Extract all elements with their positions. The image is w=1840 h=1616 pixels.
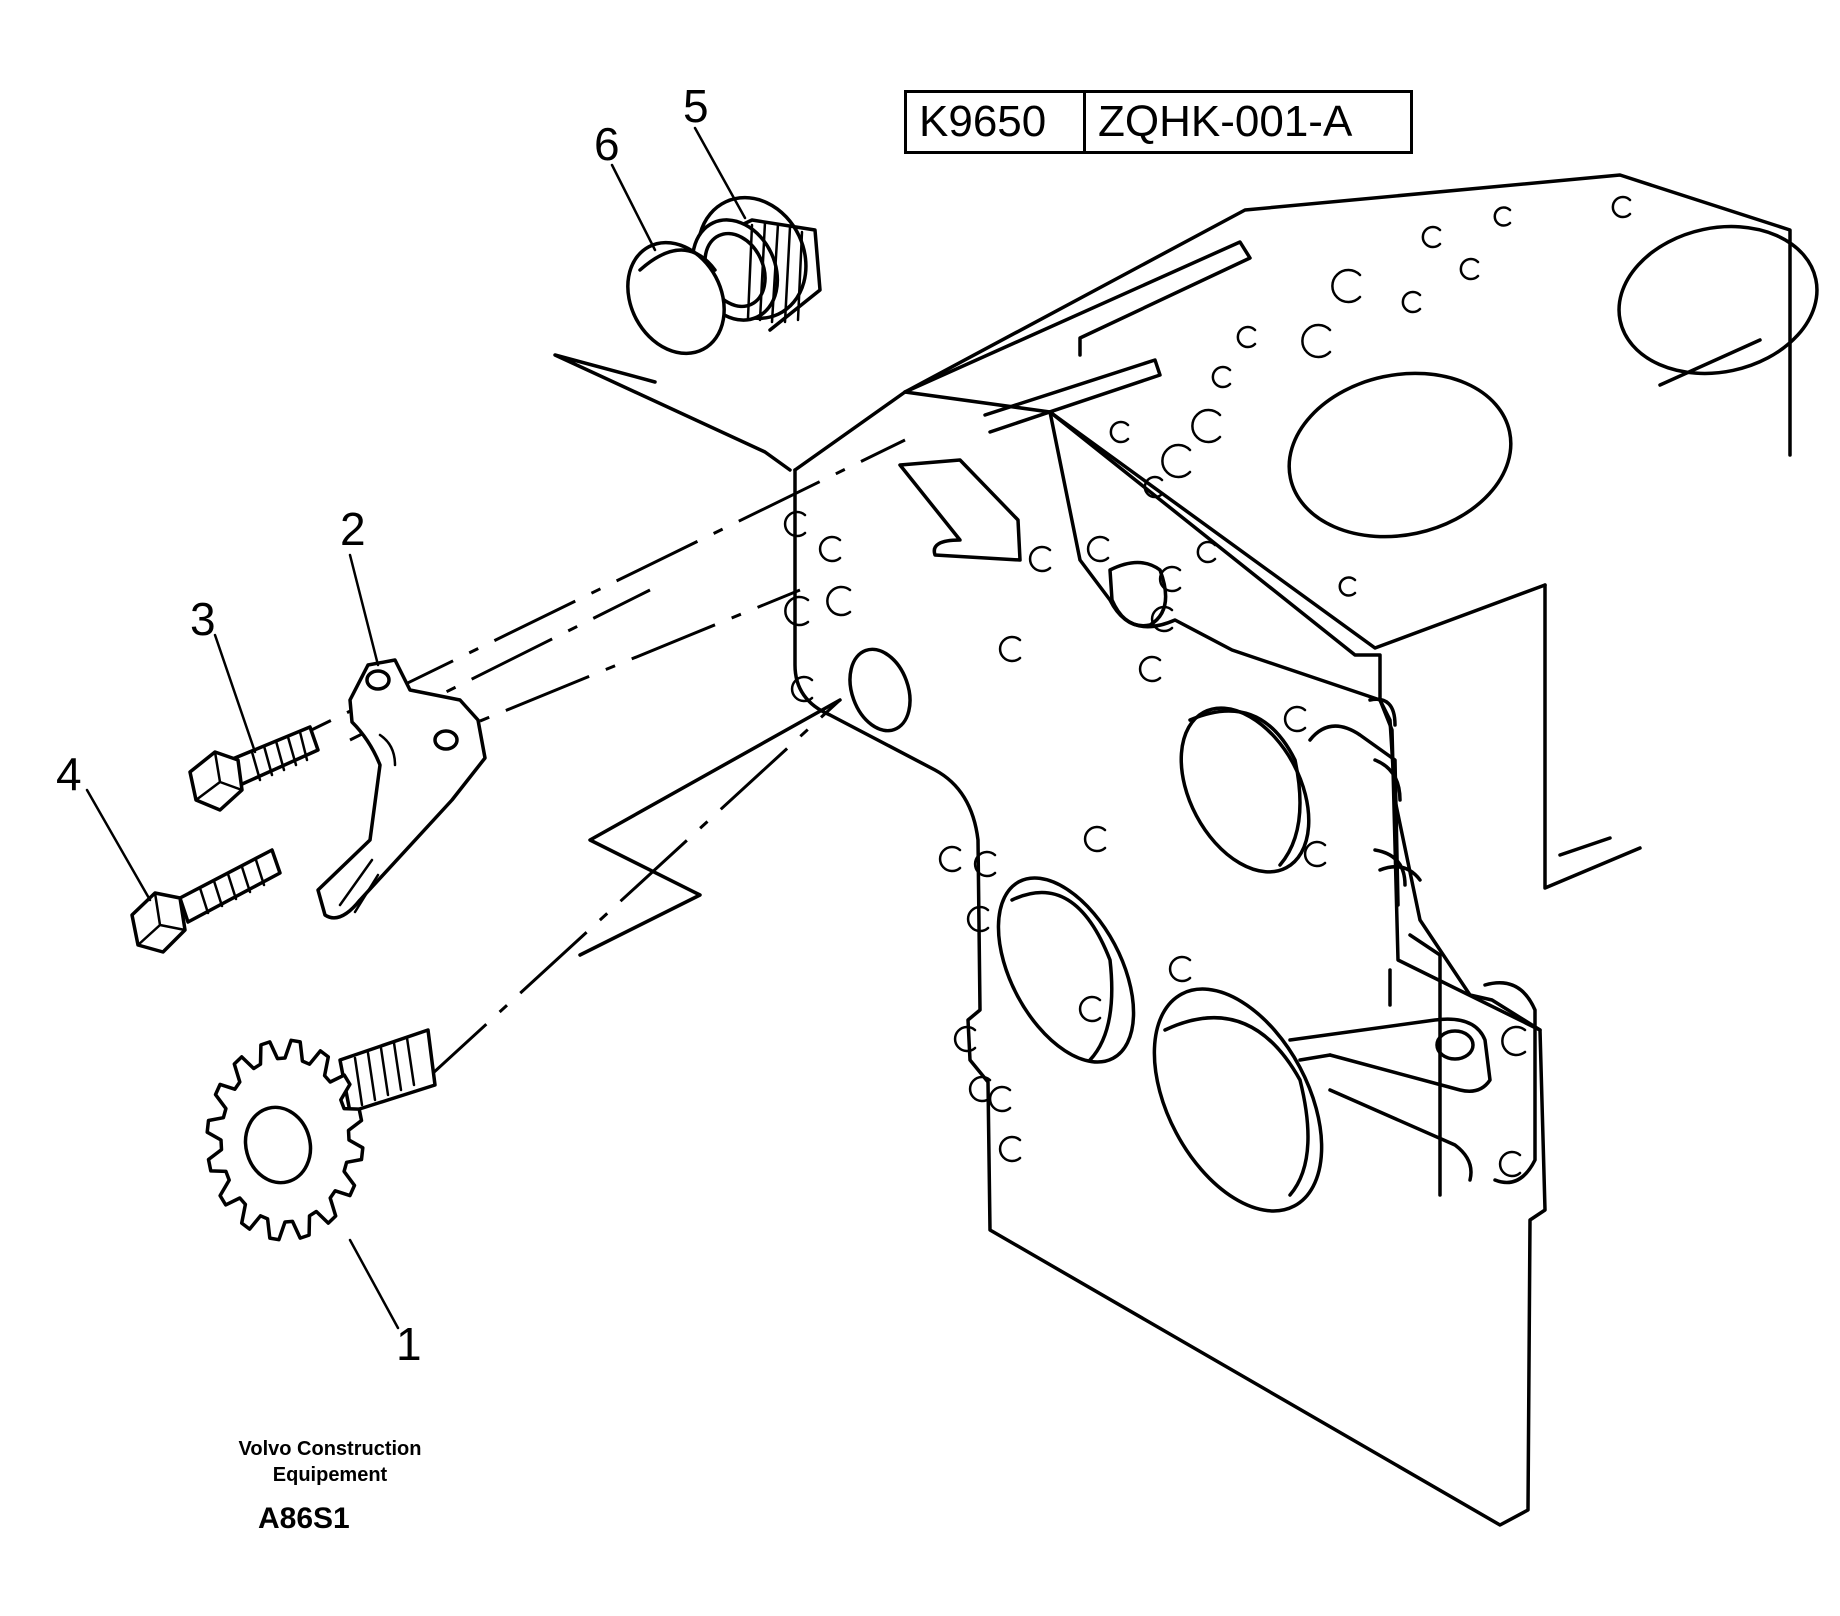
- manufacturer-line-2: Equipement: [272, 1464, 388, 1486]
- part-6-thrust-washer: [626, 240, 726, 356]
- timing-gear-case: [783, 173, 1819, 1527]
- part-2-lever-bracket: [316, 658, 487, 920]
- callout-2: 2: [340, 503, 366, 555]
- manufacturer-line-1: Volvo Construction: [238, 1438, 422, 1460]
- part-1-gear-shaft: [205, 1028, 437, 1242]
- callout-1: 1: [396, 1318, 422, 1370]
- callout-5: 5: [683, 80, 709, 132]
- part-3-short-bolt: [188, 725, 320, 812]
- callout-3: 3: [190, 593, 216, 645]
- callout-4: 4: [56, 748, 82, 800]
- assembly-centerlines: [249, 353, 906, 1087]
- callout-leaders: [85, 126, 747, 1330]
- group-code-box: ZQHK-001-A: [1083, 90, 1413, 154]
- part-4-long-bolt: [130, 848, 282, 954]
- callout-6: 6: [594, 118, 620, 170]
- figure-code: A86S1: [258, 1502, 350, 1535]
- model-code-box: K9650: [904, 90, 1086, 154]
